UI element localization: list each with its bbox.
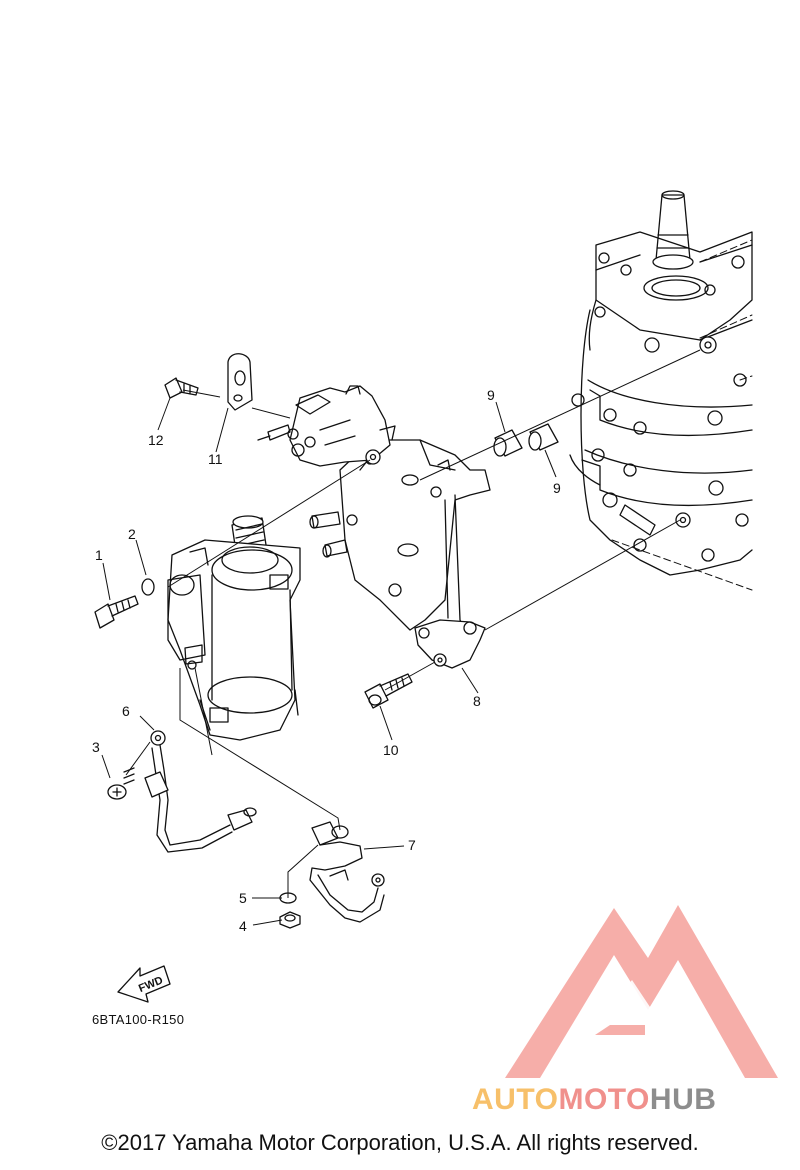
callout-6: 6 xyxy=(122,703,130,719)
diagram-reference-code: 6BTA100-R150 xyxy=(92,1012,185,1027)
callout-5: 5 xyxy=(239,890,247,906)
bolt-top xyxy=(164,377,199,399)
callout-7: 7 xyxy=(408,837,416,853)
fwd-arrow-icon: FWD xyxy=(117,965,171,1003)
callout-9-upper: 9 xyxy=(487,387,495,403)
bolt-left xyxy=(94,595,139,629)
collar-pair xyxy=(493,423,559,457)
callout-1: 1 xyxy=(95,547,103,563)
bolt-bottom xyxy=(364,673,413,709)
callout-10: 10 xyxy=(383,742,399,758)
copyright-notice: ©2017 Yamaha Motor Corporation, U.S.A. A… xyxy=(101,1130,699,1155)
callout-2: 2 xyxy=(128,526,136,542)
leader-lines xyxy=(101,349,701,926)
battery-cable xyxy=(309,821,385,923)
brand-part-auto: AUTO xyxy=(472,1083,559,1116)
callout-3: 3 xyxy=(92,739,100,755)
watermark-logo xyxy=(505,905,778,1078)
washer xyxy=(141,578,155,596)
callout-8: 8 xyxy=(473,693,481,709)
ground-cable xyxy=(144,730,257,853)
screw xyxy=(107,767,135,800)
starter-motor xyxy=(167,515,301,741)
cover-plate xyxy=(227,353,253,411)
watermark-brand-text: AUTOMOTOHUB xyxy=(472,1083,716,1117)
electrical-bracket xyxy=(257,385,491,669)
callout-9-lower: 9 xyxy=(553,480,561,496)
engine-block xyxy=(569,190,753,576)
brand-part-moto: MOTO xyxy=(558,1083,650,1116)
callout-11: 11 xyxy=(208,451,223,467)
callout-4: 4 xyxy=(239,918,247,934)
brand-part-hub: HUB xyxy=(649,1083,717,1116)
nut xyxy=(279,911,301,929)
callout-12: 12 xyxy=(148,432,164,448)
